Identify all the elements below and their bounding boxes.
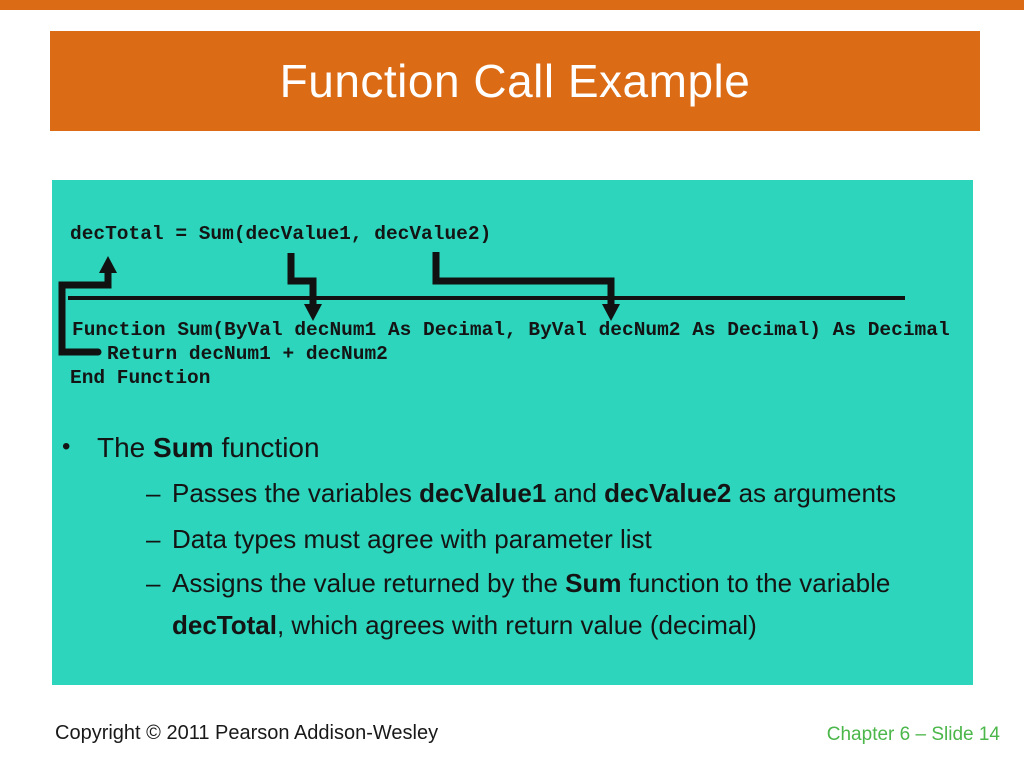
argument-flow-diagram	[58, 252, 905, 356]
return-arrowhead-icon	[99, 256, 117, 273]
top-accent-strip	[0, 0, 1024, 10]
bullet-dot-icon: •	[62, 433, 71, 460]
dash-marker-icon: –	[146, 524, 161, 554]
argument2-arrow	[432, 252, 615, 308]
bullet-sub2-text: Data types must agree with parameter lis…	[172, 524, 652, 554]
return-value-arrow	[58, 266, 112, 356]
page-title: Function Call Example	[279, 55, 751, 107]
code-function-line: Function Sum(ByVal decNum1 As Decimal, B…	[72, 319, 950, 341]
copyright-text: Copyright © 2011 Pearson Addison-Wesley	[55, 722, 439, 744]
argument1-arrow	[287, 253, 317, 308]
bullet-sub1-text: Passes the variables decValue1 and decVa…	[172, 478, 897, 508]
dash-marker-icon: –	[146, 568, 161, 598]
slide-title-bar: Function Call Example	[50, 31, 980, 131]
code-end-line: End Function	[70, 367, 211, 389]
slide-number-text: Chapter 6 – Slide 14	[826, 724, 1000, 745]
bullet-sub1: – Passes the variables decValue1 and dec…	[146, 472, 952, 514]
bullet-level1: • The Sum function	[62, 430, 942, 465]
dash-marker-icon: –	[146, 478, 161, 508]
bullet-level1-text: The Sum function	[97, 432, 320, 463]
argument1-arrowhead-icon	[304, 304, 322, 321]
argument2-arrowhead-icon	[602, 304, 620, 321]
code-call-line: decTotal = Sum(decValue1, decValue2)	[70, 223, 492, 245]
bullet-sub2: – Data types must agree with parameter l…	[146, 518, 952, 560]
code-example-panel: decTotal = Sum(decValue1, decValue2) Fun…	[52, 180, 973, 685]
bullet-sub3: – Assigns the value returned by the Sum …	[146, 562, 952, 646]
bullet-sub3-text: Assigns the value returned by the Sum fu…	[172, 568, 891, 640]
code-return-line: Return decNum1 + decNum2	[107, 343, 388, 365]
